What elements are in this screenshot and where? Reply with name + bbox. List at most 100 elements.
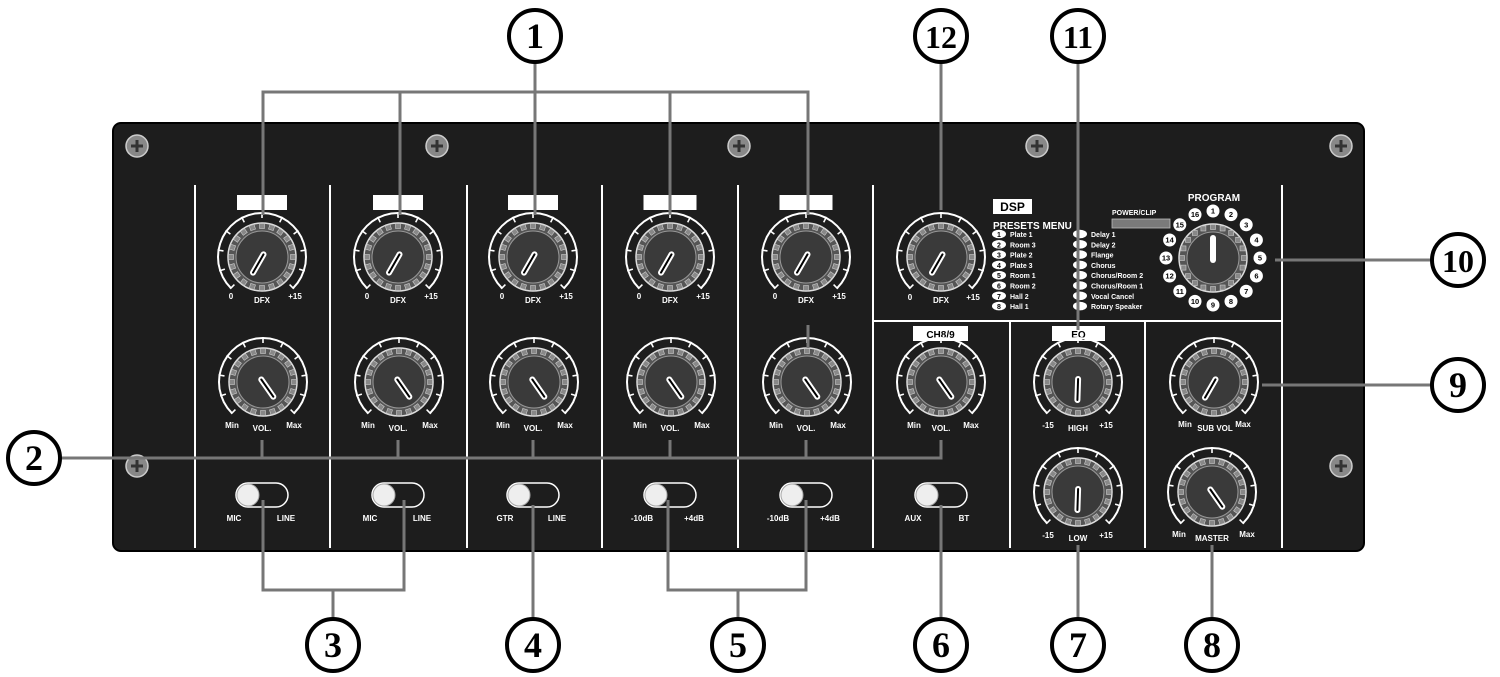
dfx-knob-tick [218, 268, 226, 272]
eq-low-knob[interactable] [1032, 446, 1124, 527]
program-number-circle [1206, 298, 1220, 312]
dsp-title: DSP [1000, 200, 1025, 214]
master-knurl [1178, 478, 1187, 486]
vol-knob-tick [377, 341, 383, 348]
dfx-knob-knurl [404, 282, 412, 291]
channel-input-switch[interactable] [506, 482, 560, 508]
channel-vol-knob[interactable] [353, 336, 445, 417]
vol-knob-knurl [504, 396, 513, 405]
switch-right-label: +4dB [820, 514, 840, 523]
eq-high-knob[interactable] [1032, 336, 1124, 417]
dfx-knob-knurl [831, 243, 840, 251]
master-knurl [1226, 513, 1235, 522]
dsp-dfx-tick [904, 229, 910, 235]
dsp-dfx-knurl [927, 223, 935, 232]
eq-high-knurl [1099, 359, 1108, 368]
program-number: 8 [1229, 297, 1233, 306]
channel-dfx-knob[interactable] [624, 211, 716, 292]
program-number: 5 [1258, 254, 1262, 263]
vol-knob-knurl [229, 368, 238, 376]
channel-input-switch[interactable] [643, 482, 697, 508]
dfx-knob-knurl [499, 243, 508, 251]
sub-vol-knob[interactable] [1168, 336, 1260, 417]
dfx-knob-knurl [803, 285, 809, 291]
dfx-knob-knurl [691, 234, 700, 243]
vol-knob-knurl [548, 403, 557, 412]
dfx-knob-knurl [827, 234, 836, 243]
ch89-vol-knurl [927, 348, 935, 357]
vol-knob-tick [634, 354, 640, 360]
dfx-knob-tick [701, 229, 707, 235]
dfx-knob-graphic [352, 211, 444, 292]
dsp-dfx-knob[interactable] [895, 211, 987, 292]
eq-high-knurl [1075, 348, 1081, 354]
eq-low-pointer-line [1076, 488, 1080, 511]
dfx-knob-knurl [812, 223, 820, 232]
master-knurl [1178, 489, 1184, 495]
channel-vol-knob[interactable] [217, 336, 309, 417]
dfx-knob-knurl [812, 282, 820, 291]
channel-input-switch[interactable] [779, 482, 833, 508]
dfx-knob-knurl [395, 285, 401, 291]
dfx-knob-knurl [290, 254, 296, 260]
vol-knob-knurl [365, 388, 374, 396]
vol-knob-knurl [685, 403, 694, 412]
vol-knob-tick [565, 354, 571, 360]
master-knurl [1233, 506, 1242, 515]
dfx-knob-knurl [636, 254, 642, 260]
eq-low-knurl [1099, 506, 1108, 515]
eq-high-knurl [1084, 407, 1092, 416]
program-knob-knurl [1210, 224, 1216, 230]
ch89-aux-bt-switch[interactable] [914, 482, 968, 508]
dfx-knob-tick [773, 284, 779, 290]
channel-dfx-knob[interactable] [760, 211, 852, 292]
program-knob-knurl [1239, 245, 1246, 252]
preset-number-pill [992, 240, 1006, 249]
dfx-knob-knurl [248, 282, 256, 291]
program-number-circle [1188, 294, 1202, 308]
vol-knob-knurl [637, 388, 646, 396]
eq-high-knurl [1064, 348, 1072, 357]
ch89-vol-pointer-line [938, 378, 953, 398]
program-number-badge: 3 [1239, 218, 1253, 232]
dfx-knob-pointer-line [523, 253, 536, 274]
vol-knob-knurl [500, 379, 506, 385]
channel-dfx-knob[interactable] [487, 211, 579, 292]
channel-label: CH2 [388, 199, 408, 210]
dfx-knob-knurl [558, 263, 567, 271]
vol-name-label: VOL. [389, 424, 408, 433]
preset-name: Chorus [1091, 263, 1116, 270]
channel-vol-knob[interactable] [761, 336, 853, 417]
program-selector-knob[interactable] [1178, 223, 1248, 293]
master-knurl [1240, 489, 1246, 495]
ch89-switch-left-label: AUX [905, 514, 923, 523]
vol-knob-knurl [641, 359, 650, 368]
vol-knob-pointer-line [260, 378, 275, 398]
ch89-vol-tick [919, 341, 925, 348]
channel-vol-knob[interactable] [488, 336, 580, 417]
dsp-dfx-tick [957, 216, 963, 223]
channel-input-switch[interactable] [371, 482, 425, 508]
master-max: Max [1239, 530, 1255, 539]
program-knob-knurl [1239, 264, 1246, 271]
channel-input-switch[interactable] [235, 482, 289, 508]
dfx-name-label: DFX [525, 296, 542, 305]
eq-low-tick [1033, 484, 1040, 487]
vol-knob-tick [501, 409, 507, 415]
ch89-vol-knob[interactable] [895, 336, 987, 417]
dsp-dfx-tick [896, 249, 903, 252]
channel-dfx-knob[interactable] [352, 211, 444, 292]
channel-vol-knob[interactable] [625, 336, 717, 417]
dfx-knob-knurl [276, 278, 285, 287]
eq-label: EQ [1071, 330, 1086, 341]
dfx-knob-knurl [772, 263, 781, 271]
master-knob[interactable] [1166, 446, 1258, 527]
program-knob-knurl [1235, 273, 1241, 280]
vol-knob-knurl [504, 359, 513, 368]
master-knurl [1189, 462, 1198, 471]
callout-2: 2 [6, 430, 62, 486]
callout-9: 9 [1430, 357, 1486, 413]
dfx-knob-knurl [554, 234, 563, 243]
vol-knob-knurl [648, 403, 657, 412]
